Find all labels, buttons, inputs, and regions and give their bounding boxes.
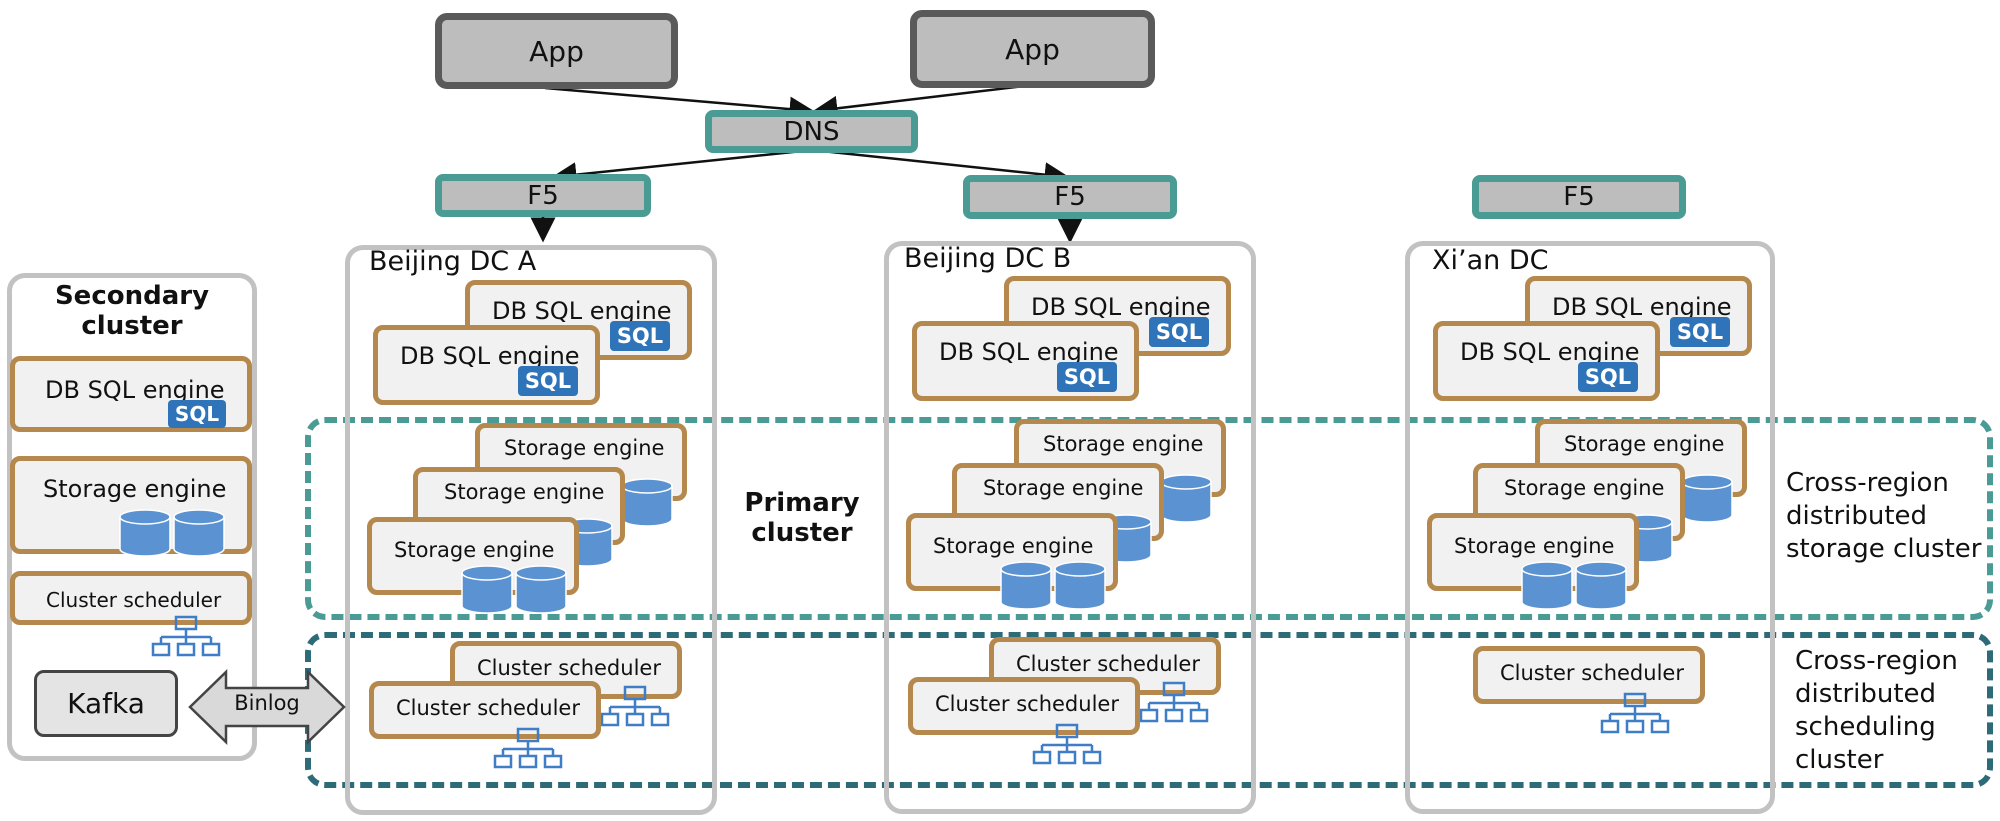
datacenter-xian	[1405, 241, 1775, 814]
sql-icon: SQL	[518, 366, 578, 396]
database-icon	[1681, 474, 1733, 523]
sql-engine-label: DB SQL engine	[1460, 338, 1640, 366]
database-icon	[1000, 561, 1106, 610]
network-tree-icon	[600, 685, 670, 727]
f5-box-c: F5	[1472, 175, 1686, 219]
secondary-storage-engine: Storage engine	[10, 456, 252, 557]
secondary-title-line2: cluster	[81, 311, 183, 341]
kafka-label: Kafka	[67, 687, 145, 720]
primary-cluster-label: Primary cluster	[722, 488, 882, 548]
storage-engine-label: Storage engine	[43, 475, 227, 503]
storage-region-label: Cross-region distributed storage cluster	[1786, 467, 1981, 566]
secondary-cluster-title: Secondary cluster	[7, 281, 257, 341]
network-tree-icon	[493, 727, 563, 769]
storage-engine-label: Storage engine	[444, 480, 605, 504]
cluster-scheduler-box: Cluster scheduler	[908, 677, 1140, 735]
datacenter-beijing-a	[345, 245, 717, 815]
dc-title-beijing-a: Beijing DC A	[369, 246, 537, 277]
f5-label: F5	[1054, 182, 1086, 212]
sql-engine-label: DB SQL engine	[492, 297, 672, 325]
scheduling-region-line1: Cross-region	[1795, 646, 1958, 676]
sql-icon: SQL	[1578, 362, 1638, 392]
f5-label: F5	[1563, 182, 1595, 212]
storage-engine-label: Storage engine	[933, 534, 1094, 558]
storage-region-line1: Cross-region	[1786, 468, 1949, 498]
binlog-label: Binlog	[234, 691, 300, 715]
database-icon	[461, 565, 567, 614]
scheduling-region-line3: scheduling	[1795, 712, 1936, 742]
dc-title-beijing-b: Beijing DC B	[904, 243, 1072, 274]
cluster-scheduler-box: Cluster scheduler	[989, 637, 1221, 695]
f5-box-b: F5	[963, 175, 1177, 219]
sql-engine-label: DB SQL engine	[45, 376, 225, 404]
sql-icon: SQL	[1149, 317, 1209, 347]
secondary-cluster-scheduler: Cluster scheduler	[10, 571, 252, 625]
sql-icon: SQL	[610, 321, 670, 351]
storage-region-line2: distributed	[1786, 501, 1928, 531]
dns-label: DNS	[783, 116, 840, 147]
database-icon	[119, 509, 225, 557]
secondary-sql-engine: DB SQL engine SQL	[10, 356, 252, 432]
f5-box-a: F5	[435, 174, 651, 217]
cluster-scheduler-label: Cluster scheduler	[1016, 652, 1200, 676]
database-icon	[1521, 561, 1627, 610]
network-tree-icon	[151, 615, 221, 657]
cluster-scheduler-label: Cluster scheduler	[1500, 661, 1684, 685]
database-icon	[621, 478, 673, 527]
scheduling-region-line4: cluster	[1795, 745, 1884, 775]
network-tree-icon	[1032, 723, 1102, 765]
storage-engine-label: Storage engine	[1043, 432, 1204, 456]
cluster-scheduler-label: Cluster scheduler	[477, 656, 661, 680]
secondary-cluster-panel	[7, 273, 257, 761]
primary-line1: Primary	[744, 488, 860, 518]
sql-icon: SQL	[168, 400, 226, 428]
arrow-app1-dns	[544, 86, 815, 122]
app-box-2: App	[910, 10, 1155, 88]
dns-box: DNS	[705, 110, 918, 153]
network-tree-icon	[1600, 692, 1670, 734]
cluster-scheduler-box: Cluster scheduler	[1473, 646, 1705, 704]
arrow-app2-dns	[812, 83, 1034, 121]
sql-engine-label: DB SQL engine	[400, 342, 580, 370]
cluster-scheduler-box: Cluster scheduler	[369, 681, 601, 739]
storage-engine-label: Storage engine	[983, 476, 1144, 500]
arrow-dns-f5a	[551, 148, 813, 188]
sql-engine-label: DB SQL engine	[1552, 293, 1732, 321]
sql-engine-label: DB SQL engine	[939, 338, 1119, 366]
sql-icon: SQL	[1057, 362, 1117, 392]
arrow-dns-f5b	[811, 148, 1070, 188]
datacenter-beijing-b	[884, 241, 1256, 814]
database-icon	[1160, 474, 1212, 523]
network-tree-icon	[1139, 681, 1209, 723]
primary-line2: cluster	[751, 518, 853, 548]
cluster-scheduler-label: Cluster scheduler	[935, 692, 1119, 716]
cluster-scheduler-label: Cluster scheduler	[46, 588, 222, 612]
storage-engine-label: Storage engine	[1564, 432, 1725, 456]
storage-engine-label: Storage engine	[1504, 476, 1665, 500]
secondary-title-line1: Secondary	[54, 281, 210, 311]
f5-label: F5	[527, 180, 559, 211]
scheduling-region-label: Cross-region distributed scheduling clus…	[1795, 645, 1958, 777]
storage-engine-label: Storage engine	[394, 538, 555, 562]
storage-engine-label: Storage engine	[1454, 534, 1615, 558]
sql-icon: SQL	[1670, 317, 1730, 347]
dc-title-xian: Xi’an DC	[1432, 245, 1549, 276]
kafka-box: Kafka	[34, 670, 178, 737]
storage-engine-label: Storage engine	[504, 436, 665, 460]
scheduling-region-line2: distributed	[1795, 679, 1937, 709]
cluster-scheduler-label: Cluster scheduler	[396, 696, 580, 720]
sql-engine-label: DB SQL engine	[1031, 293, 1211, 321]
app-label: App	[1005, 32, 1060, 66]
app-box-1: App	[435, 13, 678, 89]
binlog-double-arrow	[188, 669, 346, 745]
storage-region-line3: storage cluster	[1786, 534, 1982, 564]
app-label: App	[529, 34, 584, 68]
